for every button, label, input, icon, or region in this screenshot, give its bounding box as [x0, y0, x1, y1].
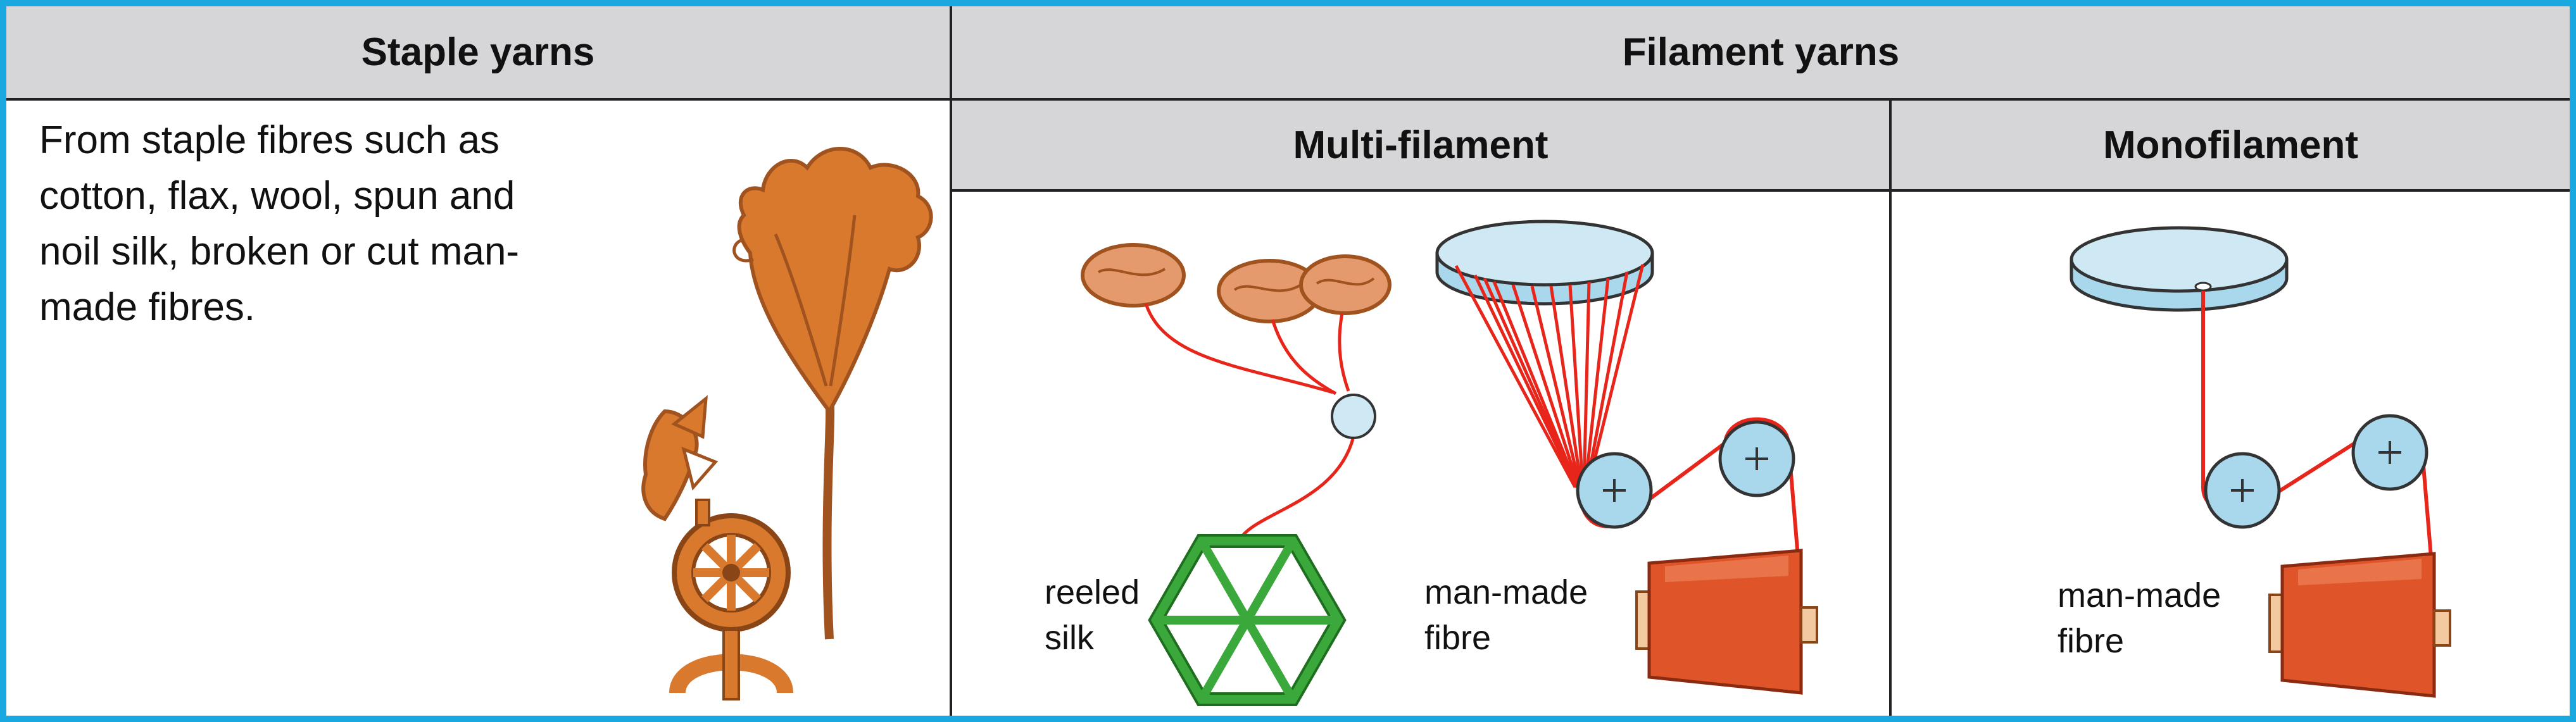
multi-roller-lower: [1576, 452, 1653, 529]
multi-yarn-cone: [1635, 549, 1818, 695]
staple-description-line-3: noil silk, broken or cut man-: [39, 230, 520, 273]
header-divider: [6, 98, 2570, 101]
multi-filament-header: Multi-filament: [952, 101, 1889, 189]
mono-manmade-fibre-line-2: fibre: [2058, 622, 2125, 660]
staple-description-line-1: From staple fibres such as: [39, 118, 500, 162]
reeled-silk-label-line-2: silk: [1045, 619, 1094, 657]
multi-manmade-fibre-line-1: man-made: [1424, 573, 1588, 611]
illustrations: [641, 147, 2451, 706]
staple-description: From staple fibres such as cotton, flax,…: [39, 113, 647, 335]
staple-description-line-4: made fibres.: [39, 285, 256, 329]
staple-yarns-header: Staple yarns: [6, 6, 950, 98]
monofilament-title: Monofilament: [2103, 123, 2358, 167]
spinning-wheel-illustration: [641, 395, 793, 700]
distaff-fibre-illustration: [732, 147, 933, 640]
monofilament-header: Monofilament: [1892, 101, 2570, 189]
mono-manmade-fibre-line-1: man-made: [2058, 576, 2221, 614]
staple-yarns-title: Staple yarns: [361, 30, 595, 74]
subheader-divider: [952, 189, 2570, 192]
multi-manmade-fibre-label: man-made fibre: [1424, 570, 1588, 661]
multi-manmade-fibre-line-2: fibre: [1424, 619, 1492, 657]
multi-filament-title: Multi-filament: [1293, 123, 1549, 167]
reeled-silk-label: reeled silk: [1045, 570, 1140, 661]
column-divider-staple-filament: [950, 6, 952, 716]
column-divider-multi-mono: [1889, 101, 1892, 716]
filament-yarns-title: Filament yarns: [1622, 30, 1900, 74]
filament-yarns-header: Filament yarns: [952, 6, 2570, 98]
mono-roller-upper: [2351, 414, 2428, 491]
multi-filaments: [1454, 264, 1645, 489]
multi-roller-upper: [1718, 420, 1795, 497]
mono-roller-lower: [2204, 452, 2281, 529]
mono-spinneret: [2070, 226, 2289, 312]
silk-cocoons: [1081, 243, 1392, 323]
mono-manmade-fibre-label: man-made fibre: [2058, 573, 2221, 664]
mono-yarn-cone: [2268, 552, 2451, 698]
silk-guide-roller: [1331, 394, 1376, 439]
reeled-silk-label-line-1: reeled: [1045, 573, 1140, 611]
hexagonal-silk-reel: [1148, 534, 1347, 706]
staple-description-line-2: cotton, flax, wool, spun and: [39, 174, 515, 218]
silk-threads: [1144, 303, 1355, 545]
